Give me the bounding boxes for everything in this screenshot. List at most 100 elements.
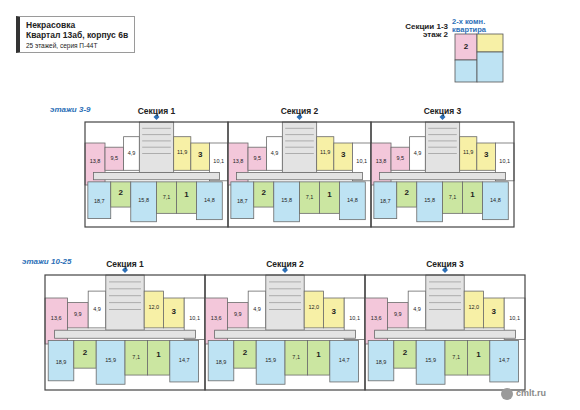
room-area: 7,1 — [449, 195, 457, 201]
section-plan — [45, 267, 205, 390]
room — [94, 172, 220, 179]
room — [483, 298, 504, 328]
room-area: 15,8 — [424, 198, 435, 204]
room-count: 2 — [262, 189, 266, 197]
room — [88, 291, 106, 328]
room — [266, 275, 304, 330]
room — [125, 341, 147, 376]
room-area: 11,9 — [463, 150, 473, 156]
room-count: 3 — [198, 151, 202, 159]
stair-step — [269, 288, 301, 289]
room-area: 14,7 — [499, 358, 510, 364]
room-count: 3 — [172, 308, 176, 316]
stair-step — [285, 153, 314, 154]
section-plan — [85, 114, 228, 227]
room-area: 4,9 — [253, 307, 261, 313]
room-area: 10,1 — [349, 316, 360, 322]
room-area: 12,0 — [308, 305, 319, 311]
room — [391, 147, 410, 170]
stair-step — [109, 281, 141, 282]
plan-label: Секция 2 — [266, 260, 304, 269]
section-plan — [205, 267, 365, 390]
room-area: 4,9 — [271, 151, 279, 157]
section-plan — [371, 114, 514, 227]
room — [208, 341, 234, 381]
room — [111, 182, 131, 207]
section-plan — [228, 114, 371, 227]
room — [455, 60, 477, 82]
room-area: 9,9 — [394, 312, 402, 318]
outer-wall — [365, 275, 525, 390]
room — [394, 341, 416, 369]
stair-step — [429, 281, 461, 282]
room-area: 18,9 — [56, 360, 67, 366]
stair-step — [142, 153, 171, 154]
room — [237, 172, 363, 179]
stair-step — [429, 288, 461, 289]
plan-label: cmlt.ru — [516, 389, 546, 398]
room — [463, 182, 483, 214]
room — [254, 182, 274, 207]
title-text: Некрасовка — [26, 20, 128, 30]
room — [234, 341, 256, 369]
room — [177, 182, 197, 214]
room-area: 9,9 — [234, 312, 242, 318]
room — [467, 341, 489, 376]
title-text: Квартал 13аб, корпус 6в — [26, 30, 128, 40]
stair-step — [428, 134, 457, 135]
room-area: 13,8 — [90, 159, 101, 165]
room — [88, 182, 111, 219]
room — [330, 341, 359, 382]
room — [397, 182, 417, 207]
plan-label: Секции 1-3 этаж 2 — [396, 23, 448, 40]
room-area: 14,8 — [490, 198, 501, 204]
room-count: 3 — [484, 151, 488, 159]
room-area: 7,1 — [306, 195, 314, 201]
room — [191, 143, 210, 170]
room — [124, 137, 140, 171]
room — [285, 341, 307, 376]
stair-step — [142, 147, 171, 148]
room-area: 7,1 — [452, 355, 460, 361]
room — [417, 182, 443, 222]
room — [144, 291, 163, 328]
stair-step — [428, 140, 457, 141]
room — [477, 143, 496, 170]
stair-step — [429, 302, 461, 303]
plan-label: этажи 10-25 — [22, 258, 71, 266]
room-count: 1 — [316, 351, 320, 359]
room-area: 4,9 — [413, 307, 421, 313]
room-count: 1 — [184, 191, 188, 199]
room — [445, 341, 467, 376]
room-area: 14,8 — [204, 198, 215, 204]
room-area: 14,8 — [347, 198, 358, 204]
room-count: 3 — [332, 308, 336, 316]
room — [387, 303, 408, 328]
stair-step — [269, 302, 301, 303]
room-count: 1 — [156, 351, 160, 359]
room-count: 1 — [470, 191, 474, 199]
stair-step — [142, 140, 171, 141]
room-count: 3 — [492, 308, 496, 316]
room — [170, 341, 199, 382]
room — [74, 341, 96, 369]
plan-label: Секция 2 — [281, 107, 319, 116]
room-count: 1 — [476, 351, 480, 359]
room-area: 10,1 — [499, 159, 510, 165]
room-count: 2 — [243, 349, 247, 357]
room-count: 2 — [119, 189, 123, 197]
stair-step — [109, 288, 141, 289]
room — [375, 330, 516, 338]
room — [282, 122, 316, 172]
room-area: 13,8 — [233, 159, 244, 165]
room-area: 4,9 — [128, 151, 136, 157]
outer-wall — [371, 122, 514, 227]
room — [368, 341, 394, 381]
room-area: 4,9 — [414, 151, 422, 157]
stair-step — [269, 309, 301, 310]
plan-label: этажи 3-9 — [50, 106, 91, 114]
watermark-icon — [501, 388, 513, 400]
room-area: 14,7 — [339, 358, 350, 364]
room — [320, 182, 340, 214]
stair-step — [429, 309, 461, 310]
